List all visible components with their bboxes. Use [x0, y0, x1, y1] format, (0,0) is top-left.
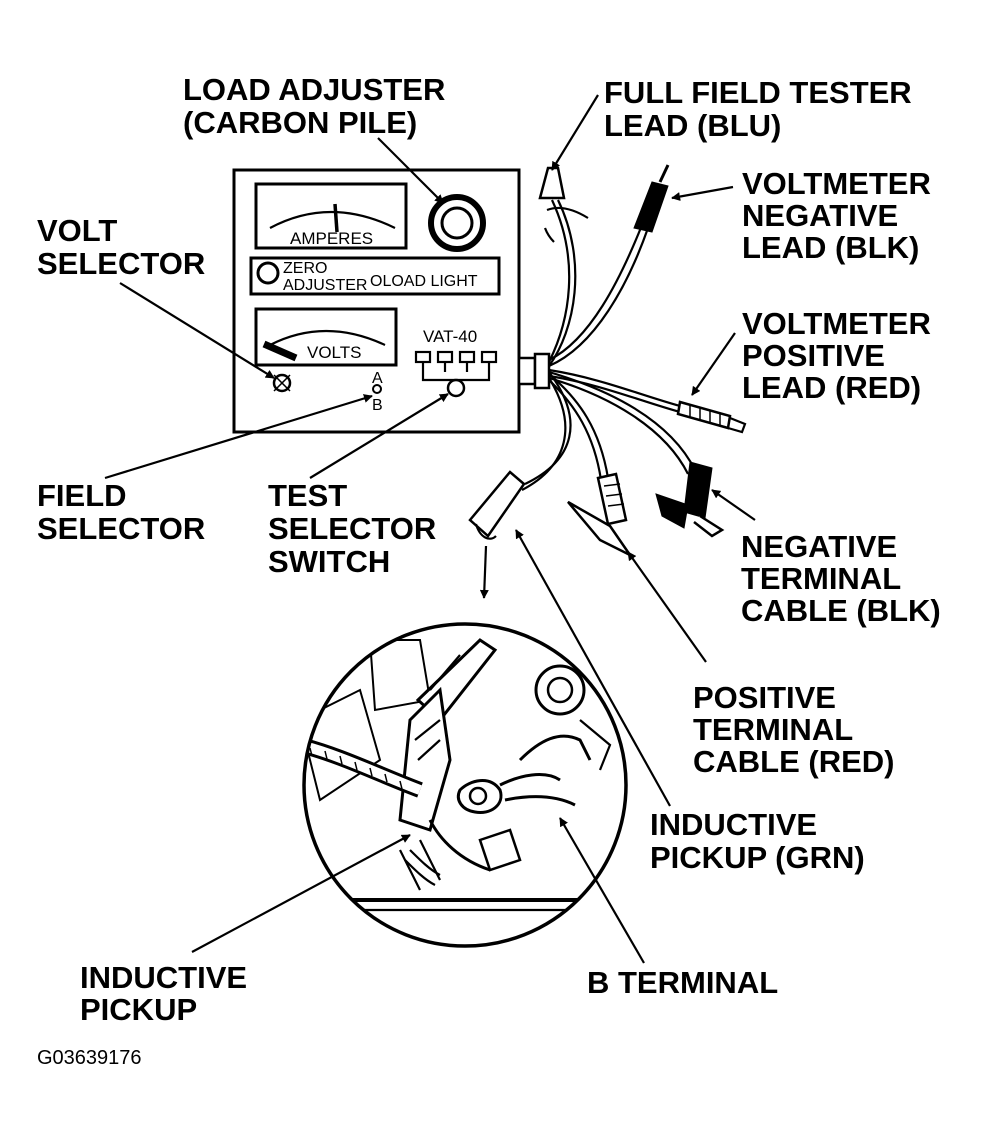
full-field-lead-plug: [538, 166, 589, 243]
callout-b-terminal-line1: B TERMINAL: [587, 965, 778, 1000]
test-selector-switch: [414, 350, 498, 398]
callout-test-selector: TEST SELECTOR SWITCH: [268, 478, 436, 579]
load-adjuster-knob: [428, 194, 486, 252]
detail-inset: [302, 622, 628, 948]
voltmeter-gauge: VOLTS: [254, 307, 398, 367]
callout-negative-terminal: NEGATIVE TERMINAL CABLE (BLK): [741, 529, 941, 628]
test-leads: [468, 164, 747, 557]
callout-voltmeter-positive-line3: LEAD (RED): [742, 370, 921, 405]
tester-unit: AMPERES ZERO ADJUSTER OLOAD LIGHT VOLTS …: [232, 168, 551, 434]
callout-inductive-pickup: INDUCTIVE PICKUP: [80, 960, 247, 1027]
callout-volt-selector-line1: VOLT: [37, 213, 117, 248]
callout-voltmeter-positive: VOLTMETER POSITIVE LEAD (RED): [742, 306, 931, 405]
callout-negative-terminal-line1: NEGATIVE: [741, 529, 897, 564]
load-light-label: OLOAD LIGHT: [370, 273, 478, 290]
callout-full-field-lead: FULL FIELD TESTER LEAD (BLU): [604, 75, 912, 143]
leader-load-adjuster: [377, 137, 444, 204]
field-selector: A B: [372, 370, 383, 414]
model-label: VAT-40: [423, 327, 477, 346]
leader-voltmeter-positive: [691, 332, 736, 396]
callout-inductive-pickup-grn-line1: INDUCTIVE: [650, 807, 817, 842]
positive-terminal-wire: [548, 373, 610, 479]
callout-voltmeter-positive-line1: VOLTMETER: [742, 306, 931, 341]
adjuster-label: ADJUSTER: [283, 277, 367, 294]
callout-positive-terminal-line2: TERMINAL: [693, 712, 853, 747]
figure-code: G03639176: [37, 1047, 142, 1069]
voltmeter-negative-wire: [548, 224, 644, 361]
voltmeter-negative-clip: [633, 164, 670, 233]
callout-volt-selector: VOLT SELECTOR: [37, 213, 205, 281]
callout-field-selector: FIELD SELECTOR: [37, 478, 205, 546]
callout-inductive-pickup-line2: PICKUP: [80, 992, 197, 1027]
callout-load-adjuster: LOAD ADJUSTER (CARBON PILE): [183, 72, 445, 140]
leader-b-terminal: [559, 817, 645, 964]
callout-inductive-pickup-line1: INDUCTIVE: [80, 960, 247, 995]
callout-load-adjuster-line2: (CARBON PILE): [183, 105, 417, 140]
voltmeter-positive-wire: [548, 368, 681, 408]
field-a-label: A: [372, 370, 383, 387]
callout-negative-terminal-line3: CABLE (BLK): [741, 593, 941, 628]
callout-test-selector-line3: SWITCH: [268, 544, 390, 579]
amperes-label: AMPERES: [290, 229, 373, 248]
leader-positive-terminal: [627, 551, 707, 663]
leader-field-selector: [104, 394, 373, 480]
callout-load-adjuster-line1: LOAD ADJUSTER: [183, 72, 445, 107]
leader-negative-terminal: [711, 489, 756, 521]
inductive-pickup-wire: [524, 371, 572, 485]
ammeter: AMPERES: [254, 182, 408, 250]
callout-field-selector-line2: SELECTOR: [37, 511, 205, 546]
negative-terminal-wire: [548, 370, 696, 471]
voltmeter-positive-clip: [676, 400, 747, 434]
callout-positive-terminal: POSITIVE TERMINAL CABLE (RED): [693, 680, 895, 779]
callout-voltmeter-negative: VOLTMETER NEGATIVE LEAD (BLK): [742, 166, 931, 265]
callout-voltmeter-negative-line1: VOLTMETER: [742, 166, 931, 201]
volt-selector-knob: [272, 373, 292, 393]
full-field-lead-wire: [548, 199, 571, 363]
callout-voltmeter-negative-line3: LEAD (BLK): [742, 230, 919, 265]
callout-positive-terminal-line3: CABLE (RED): [693, 744, 895, 779]
callout-b-terminal: B TERMINAL: [587, 965, 778, 1000]
leader-inductive-pickup: [191, 834, 411, 953]
leader-test-selector: [309, 393, 449, 479]
positive-terminal-clamp: [567, 472, 632, 557]
leader-voltmeter-negative: [671, 185, 734, 201]
callout-inductive-pickup-grn-line2: PICKUP (GRN): [650, 840, 865, 875]
zero-adjuster-strip: ZERO ADJUSTER OLOAD LIGHT: [249, 256, 501, 296]
callout-full-field-lead-line2: LEAD (BLU): [604, 108, 781, 143]
cable-connector: [517, 352, 551, 390]
callout-negative-terminal-line2: TERMINAL: [741, 561, 901, 596]
zero-label: ZERO: [283, 260, 327, 277]
volts-label: VOLTS: [307, 343, 361, 362]
negative-terminal-clamp: [655, 461, 725, 538]
zero-adjuster-knob: [256, 261, 280, 285]
callout-test-selector-line1: TEST: [268, 478, 347, 513]
callout-test-selector-line2: SELECTOR: [268, 511, 436, 546]
leader-inductive-pickup-grn: [515, 529, 671, 807]
callout-field-selector-line1: FIELD: [37, 478, 127, 513]
leader-full-field-lead: [551, 94, 599, 171]
leader-lines: [104, 94, 756, 964]
callout-volt-selector-line2: SELECTOR: [37, 246, 205, 281]
callout-voltmeter-positive-line2: POSITIVE: [742, 338, 885, 373]
leader-pickup-to-inset: [479, 545, 489, 599]
callout-voltmeter-negative-line2: NEGATIVE: [742, 198, 898, 233]
callout-positive-terminal-line1: POSITIVE: [693, 680, 836, 715]
inductive-pickup-clamp: [468, 470, 526, 540]
leader-volt-selector: [119, 282, 275, 379]
callout-inductive-pickup-grn: INDUCTIVE PICKUP (GRN): [650, 807, 865, 875]
field-b-label: B: [372, 397, 383, 414]
callout-full-field-lead-line1: FULL FIELD TESTER: [604, 75, 912, 110]
